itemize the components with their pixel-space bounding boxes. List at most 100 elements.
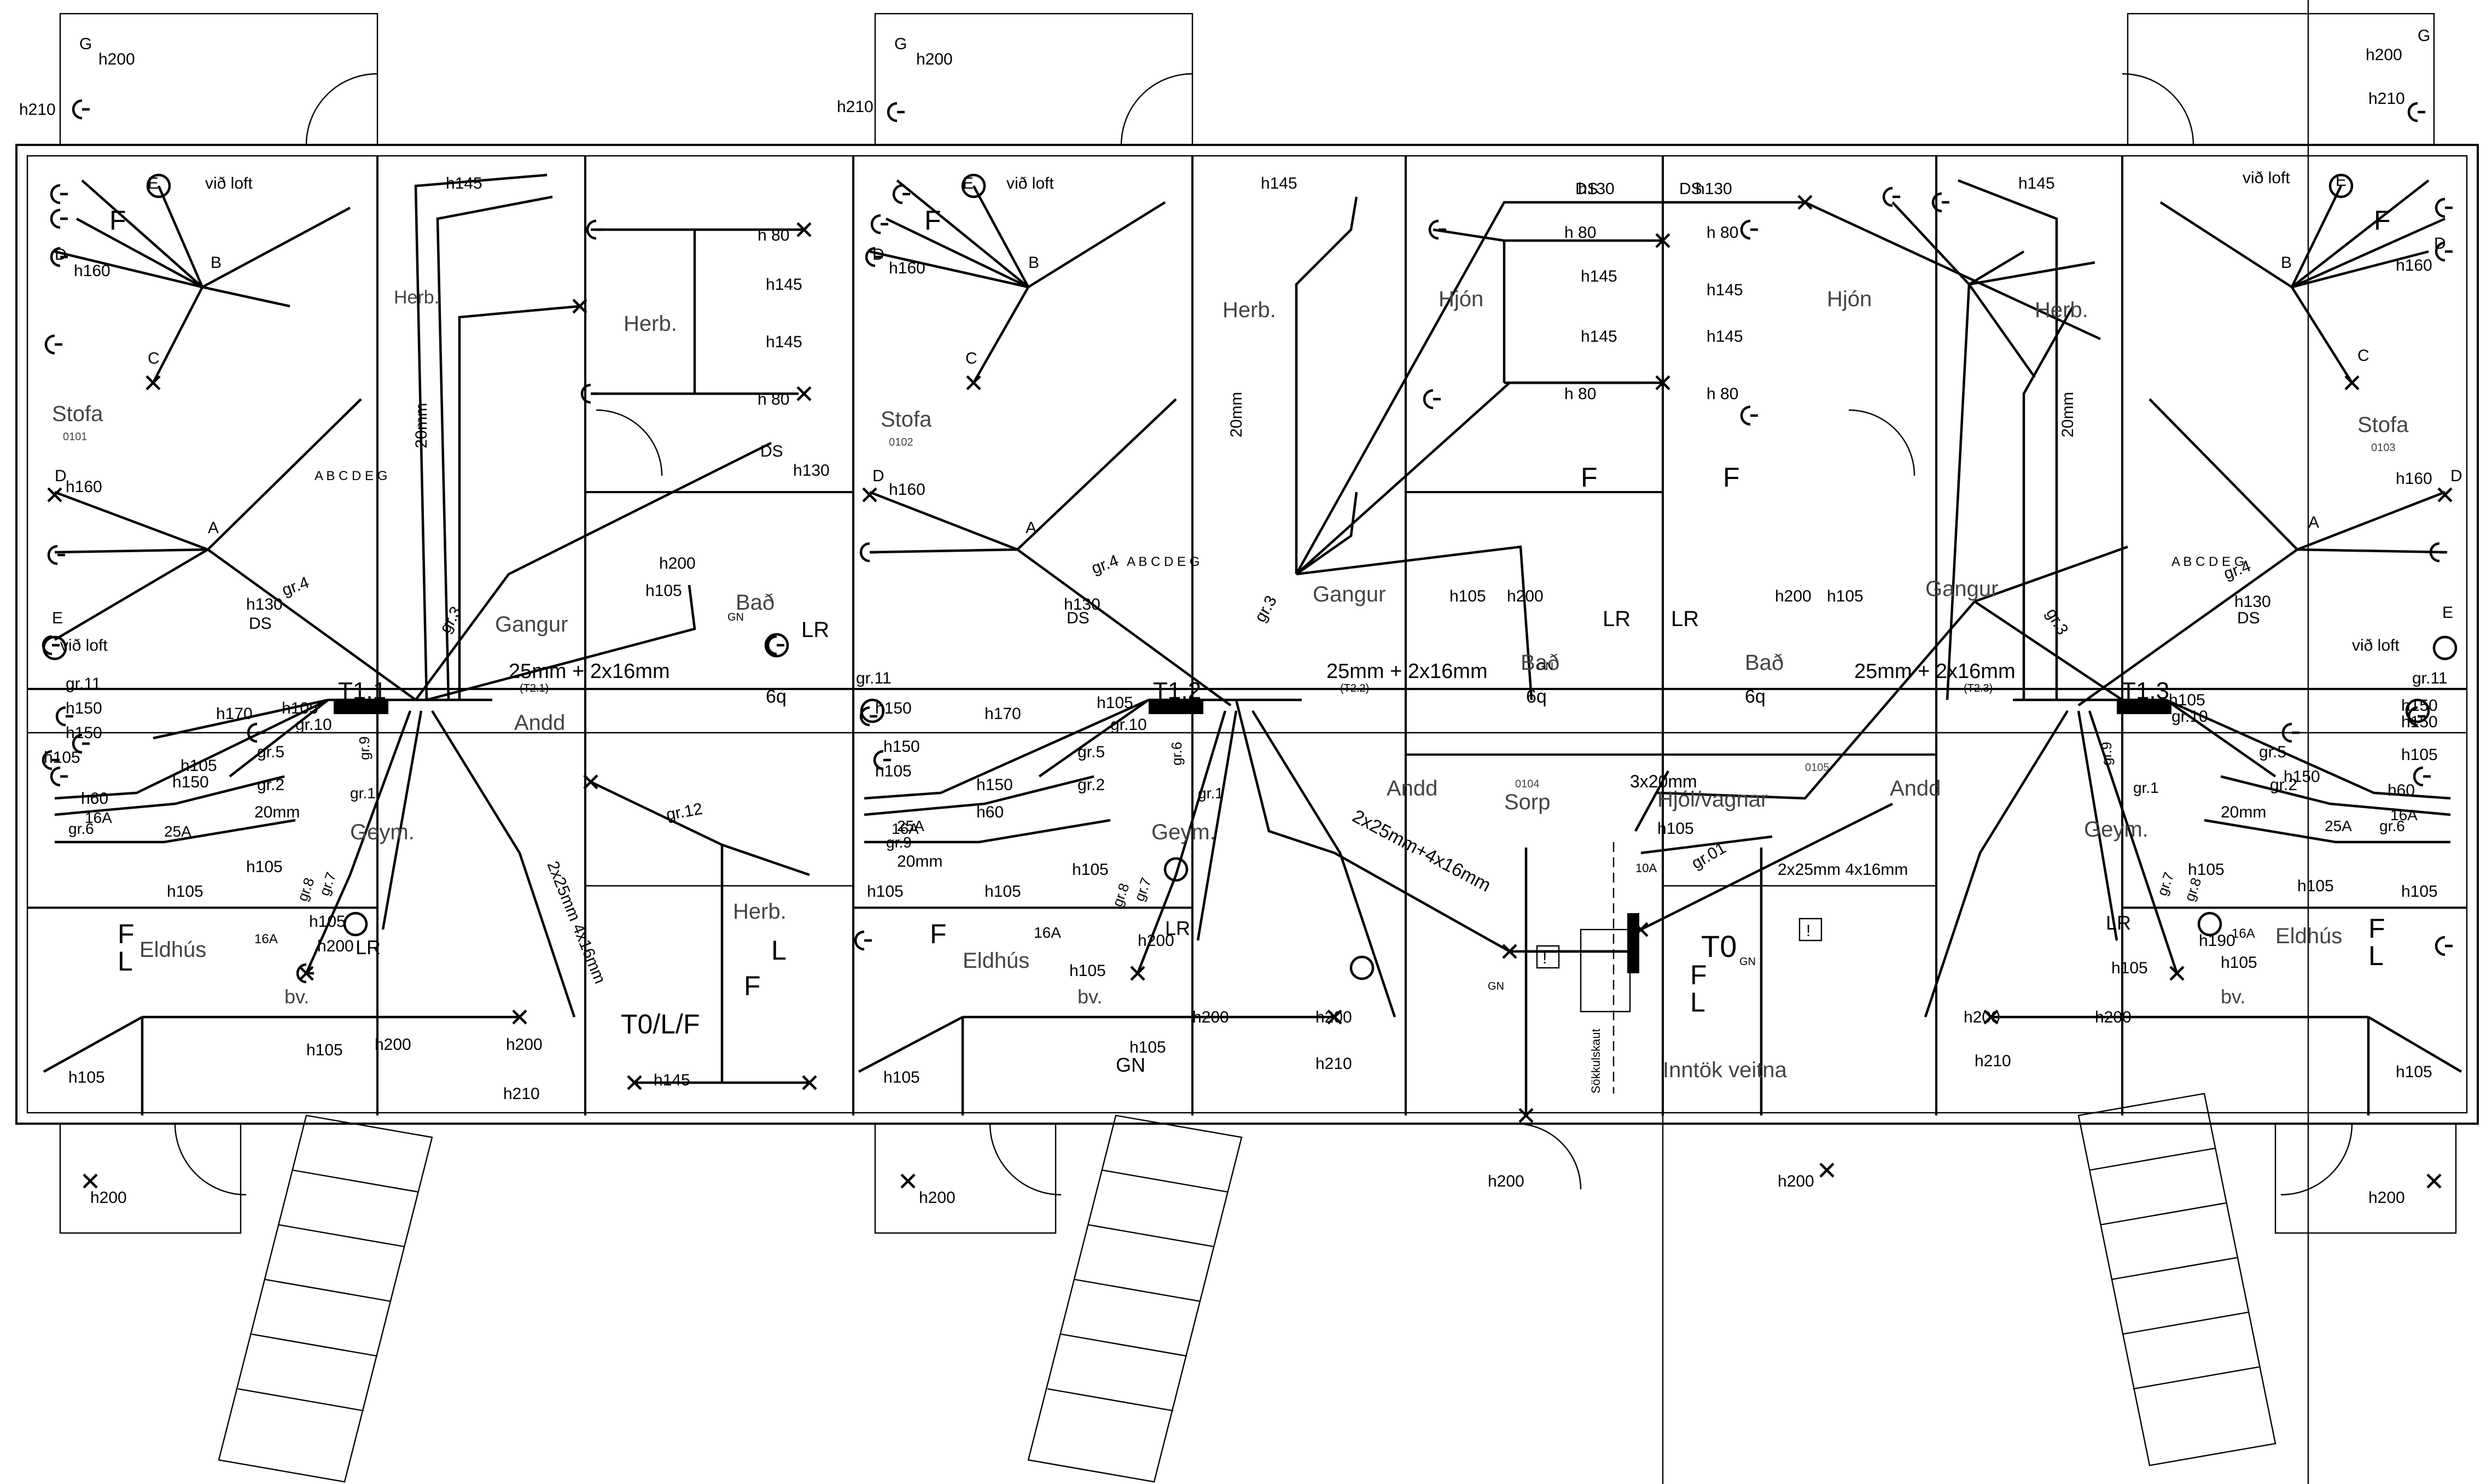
lr-6: LR — [2106, 912, 2131, 934]
group-gr3-2: gr.3 — [1251, 593, 1280, 626]
earth-3: 6q — [1745, 686, 1766, 707]
height-label: h145 — [766, 333, 802, 351]
height-label: h200 — [919, 1189, 956, 1207]
height-label: h130 — [1064, 595, 1101, 614]
height-label: h105 — [309, 913, 346, 931]
group-gr7-3: gr.7 — [2153, 870, 2177, 898]
label-t1-3: T1.3 — [2121, 677, 2169, 704]
height-label: h105 — [2297, 877, 2334, 895]
cable-sub-1: (T2.1) — [520, 682, 549, 694]
height-label: h 80 — [1564, 385, 1596, 403]
height-label: h105 — [1072, 861, 1109, 879]
height-label: h105 — [306, 1041, 343, 1059]
height-label: h145 — [2018, 174, 2055, 192]
height-label: h145 — [1581, 328, 1617, 346]
height-label: h200 — [1778, 1172, 1814, 1190]
lr-2: LR — [1671, 607, 1699, 631]
room-num-0104: 0104 — [1515, 778, 1540, 790]
height-label: h150 — [66, 724, 102, 742]
socket-icon — [854, 930, 872, 951]
height-label: h210 — [1315, 1055, 1352, 1073]
group-gr2-3: gr.2 — [2270, 776, 2297, 794]
height-label: h150 — [2284, 768, 2320, 786]
door-arc — [2280, 1123, 2353, 1196]
height-label: h160 — [889, 481, 925, 499]
switch-icon — [2426, 1173, 2442, 1189]
group-gr6-1: gr.6 — [68, 820, 94, 837]
earthing-rod: Sökkulskaut — [1589, 1029, 1603, 1094]
height-label: h200 — [90, 1189, 127, 1207]
lamp-icon — [2432, 635, 2458, 661]
lamp-icon — [860, 698, 885, 723]
group-gr3-3: gr.3 — [2042, 605, 2072, 638]
room-num-0103: 0103 — [2371, 442, 2396, 454]
switch-icon — [1655, 233, 1670, 248]
height-label: h145 — [766, 276, 802, 294]
room-gangur-2: Gangur — [1313, 582, 1385, 606]
height-label: h60 — [2388, 781, 2415, 799]
height-label: h170 — [216, 705, 253, 723]
height-label: h105 — [2401, 883, 2438, 901]
height-label: h210 — [2368, 90, 2405, 108]
socket-icon — [42, 750, 60, 770]
group-gr9-3: gr.9 — [2098, 742, 2115, 766]
switch-icon — [796, 386, 812, 401]
marker-l-10: L — [1690, 987, 1705, 1018]
height-label: h200 — [916, 50, 953, 68]
letter-e-3: E — [2336, 172, 2347, 190]
height-label: h200 — [98, 50, 135, 68]
note-ceiling-3: við loft — [2243, 169, 2290, 187]
height-label: h200 — [375, 1036, 411, 1054]
earth-2: 6q — [1526, 686, 1547, 707]
fuse-16a-2: 16A — [892, 820, 919, 837]
height-label: h160 — [2396, 256, 2432, 274]
letter-d-6: D — [2450, 467, 2462, 485]
room-herb-4: Herb. — [2035, 298, 2088, 322]
ds-3: DS — [1067, 609, 1090, 627]
cable-feeder-c: 2x25mm 4x16mm — [1778, 861, 1908, 879]
socket-icon — [44, 334, 62, 355]
socket-icon — [766, 635, 784, 656]
lamp-icon — [42, 635, 67, 661]
height-label: h60 — [976, 803, 1004, 821]
height-label: h200 — [659, 554, 696, 572]
height-label: h130 — [793, 461, 830, 480]
group-gr3-1: gr.3 — [436, 604, 465, 636]
height-label: h130 — [1696, 180, 1732, 198]
group-gr10-2: gr.10 — [1110, 716, 1147, 734]
gn-2: GN — [1537, 661, 1553, 673]
height-label: h105 — [2111, 959, 2148, 977]
fixture-symbols — [42, 99, 2458, 1189]
height-label: h200 — [1964, 1008, 2000, 1026]
room-stofa-2: Stofa — [881, 407, 932, 431]
height-label: h210 — [1975, 1052, 2011, 1070]
height-label: h105 — [1097, 694, 1133, 712]
switch-icon — [1327, 1009, 1342, 1025]
height-label: h210 — [837, 98, 874, 116]
letter-d-2: D — [872, 246, 884, 264]
cable-sub-2: (T2.2) — [1340, 682, 1369, 694]
height-label: h105 — [246, 858, 283, 876]
door-arc — [1515, 1123, 1582, 1190]
porch — [874, 1123, 1057, 1234]
letter-a-3: A — [2308, 513, 2319, 531]
label-t0: T0 — [1701, 929, 1737, 963]
outer-wall — [15, 144, 2479, 1125]
group-gr5-1: gr.5 — [257, 743, 284, 761]
group-gr5-3: gr.5 — [2259, 743, 2286, 761]
height-label: h105 — [2169, 691, 2205, 709]
door-arc — [2122, 73, 2194, 145]
letter-d-5: D — [872, 467, 884, 485]
letter-d-4: D — [55, 467, 67, 485]
socket-icon — [72, 733, 90, 754]
switch-icon — [47, 487, 62, 503]
letter-c-1: C — [148, 349, 160, 367]
socket-icon — [1882, 186, 1900, 207]
conduit-6: 20mm — [2221, 803, 2266, 821]
room-bad-2: Bað — [1521, 651, 1559, 675]
height-label: h105 — [2401, 746, 2438, 764]
door-arc — [1120, 73, 1193, 145]
stair-right — [2077, 1092, 2276, 1467]
